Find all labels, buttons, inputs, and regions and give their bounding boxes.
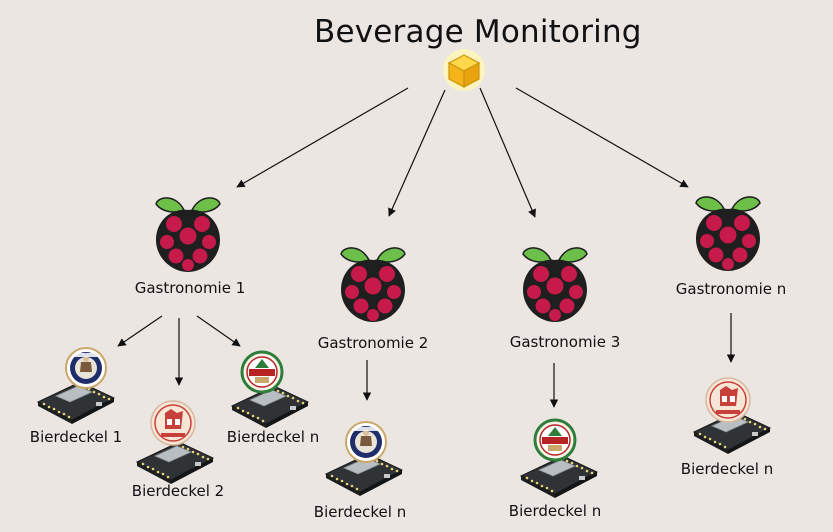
paulaner-coaster-icon <box>345 421 387 463</box>
esp-board-icon <box>231 385 309 429</box>
link-hub-gastronomie-3 <box>479 87 536 218</box>
sensor-node-1 <box>37 347 115 425</box>
brauerei-coaster-icon <box>705 377 751 423</box>
gateway-label-1: Gastronomie 1 <box>134 279 246 297</box>
sensor-label: Bierdeckel n <box>313 503 407 521</box>
raspberry-pi-icon <box>340 247 406 323</box>
sensor-node-3 <box>231 350 309 429</box>
raspberry-pi-icon <box>155 197 221 273</box>
link-g1-s1 <box>117 315 163 347</box>
dessauer-coaster-icon <box>240 350 284 394</box>
box-cube-icon <box>443 49 485 91</box>
sensor-label: Bierdeckel n <box>226 428 320 446</box>
sensor-node-2 <box>136 400 214 485</box>
sensor-label: Bierdeckel 2 <box>131 482 225 500</box>
paulaner-coaster-icon <box>65 347 107 389</box>
link-hub-gastronomie-n <box>515 87 689 188</box>
sensor-label: Bierdeckel 1 <box>29 428 123 446</box>
sensor-label: Bierdeckel n <box>680 460 774 478</box>
link-hub-gastronomie-2 <box>388 89 446 217</box>
link-g1-s3 <box>196 315 241 347</box>
esp-board-icon <box>520 455 598 499</box>
dessauer-coaster-icon <box>533 418 577 462</box>
diagram-title: Beverage Monitoring <box>314 14 642 50</box>
sensor-links <box>117 313 736 408</box>
sensor-label: Bierdeckel n <box>508 502 602 520</box>
link-hub-gastronomie-1 <box>236 87 409 188</box>
gateway-label-n: Gastronomie n <box>675 280 787 298</box>
gateway-label-3: Gastronomie 3 <box>509 333 621 351</box>
raspberry-pi-icon <box>695 196 761 272</box>
esp-board-icon <box>37 381 115 425</box>
raspberry-pi-icon <box>522 247 588 323</box>
sensor-node-5 <box>520 418 598 499</box>
sensor-node-6 <box>693 377 771 455</box>
gateway-label-2: Gastronomie 2 <box>317 334 429 352</box>
sensor-node-4 <box>325 421 403 497</box>
brauerei-coaster-icon <box>150 400 196 446</box>
esp-board-icon <box>136 441 214 485</box>
hub-links <box>236 87 689 218</box>
